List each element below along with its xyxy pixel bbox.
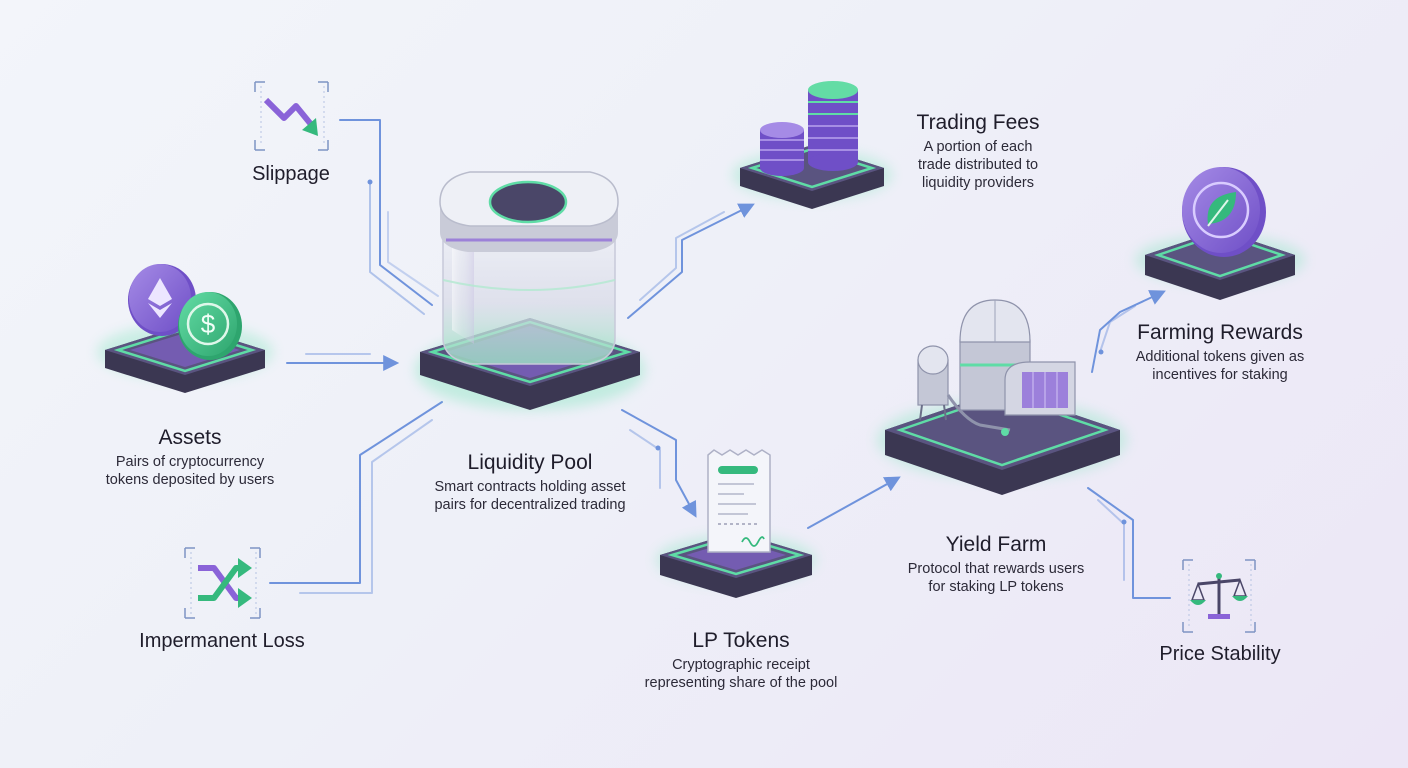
connector-dot: [1098, 349, 1104, 355]
lp-tokens-node: [656, 449, 816, 598]
yield-farm-desc-line-2: for staking LP tokens: [928, 579, 1064, 595]
balance-scale-icon: [1190, 573, 1248, 619]
slippage-label-block: Slippage: [221, 163, 361, 186]
connector-farm-stability: [1087, 487, 1171, 599]
farm-facility-icon: [917, 299, 1076, 436]
lp-tokens-title: LP Tokens: [692, 629, 790, 652]
connector-pool-lp-b: [629, 429, 661, 489]
assets-label-block: Assets Pairs of cryptocurrency tokens de…: [80, 425, 300, 489]
ethereum-and-dollar-coins-icon: $: [128, 264, 242, 360]
connectors: [269, 119, 1171, 599]
connector-loss-pool-b: [299, 419, 433, 594]
yield-farm-label-block: Yield Farm Protocol that rewards users f…: [876, 532, 1116, 596]
connector-farm-rewards-b: [1099, 305, 1136, 353]
lp-tokens-desc-line-1: Cryptographic receipt: [672, 657, 810, 673]
trading-fees-node: [732, 81, 892, 209]
coin-stacks-icon: [760, 81, 858, 176]
impermanent-loss-label-block: Impermanent Loss: [112, 630, 332, 653]
connector-loss-pool: [269, 401, 443, 584]
farming-rewards-desc-line-2: incentives for staking: [1152, 367, 1288, 383]
liquidity-pool-desc-line-2: pairs for decentralized trading: [434, 497, 626, 513]
lp-tokens-label-block: LP Tokens Cryptographic receipt represen…: [626, 628, 856, 692]
assets-title: Assets: [158, 426, 222, 449]
crossing-arrows-icon: [198, 558, 252, 608]
slippage-title: Slippage: [252, 163, 330, 185]
farming-rewards-title: Farming Rewards: [1137, 321, 1303, 344]
assets-desc-line-1: Pairs of cryptocurrency: [115, 454, 265, 470]
trend-down-icon: [263, 97, 318, 136]
price-stability-title: Price Stability: [1159, 643, 1281, 665]
connector-farm-rewards: [1091, 290, 1166, 373]
farming-rewards-node: [1135, 167, 1305, 300]
trading-fees-label-block: Trading Fees A portion of each trade dis…: [880, 110, 1076, 192]
connector-dot: [1121, 519, 1127, 525]
yield-farm-node: [877, 299, 1127, 495]
svg-text:$: $: [201, 309, 216, 339]
liquidity-pool-node: [415, 171, 645, 410]
farming-rewards-label-block: Farming Rewards Additional tokens given …: [1110, 320, 1330, 384]
impermanent-loss-icon-box: [184, 547, 261, 619]
connector-pool-fees-b: [639, 211, 725, 301]
glass-pool-container-icon: [439, 171, 619, 365]
connector-lp-farm: [807, 476, 901, 529]
assets-desc-line-2: tokens deposited by users: [105, 472, 275, 488]
connector-slippage-pool-b: [369, 181, 425, 315]
trading-fees-desc-line-1: A portion of each: [923, 139, 1033, 155]
liquidity-pool-label-block: Liquidity Pool Smart contracts holding a…: [398, 450, 662, 514]
liquidity-pool-title: Liquidity Pool: [467, 451, 593, 474]
connector-pool-fees: [627, 203, 755, 319]
connector-slippage-pool-c: [387, 211, 439, 297]
connector-dot: [655, 445, 661, 451]
price-stability-icon-box: [1182, 559, 1256, 633]
farming-rewards-desc-line-1: Additional tokens given as: [1135, 349, 1305, 365]
impermanent-loss-title: Impermanent Loss: [139, 630, 305, 652]
trading-fees-desc-line-2: trade distributed to: [917, 157, 1039, 173]
leaf-coin-icon: [1182, 167, 1266, 257]
yield-farm-desc-line-1: Protocol that rewards users: [907, 561, 1085, 577]
connector-pool-lp: [621, 409, 697, 518]
connector-slippage-pool: [339, 119, 433, 306]
connector-dot: [367, 179, 373, 185]
yield-farm-title: Yield Farm: [945, 533, 1047, 556]
slippage-icon-box: [254, 81, 329, 151]
price-stability-label-block: Price Stability: [1130, 643, 1310, 666]
assets-node: $: [97, 264, 273, 393]
lp-tokens-desc-line-2: representing share of the pool: [644, 675, 838, 691]
trading-fees-desc-line-3: liquidity providers: [921, 175, 1035, 191]
trading-fees-title: Trading Fees: [916, 111, 1040, 134]
receipt-icon: [707, 449, 771, 553]
liquidity-pool-desc-line-1: Smart contracts holding asset: [434, 479, 626, 495]
